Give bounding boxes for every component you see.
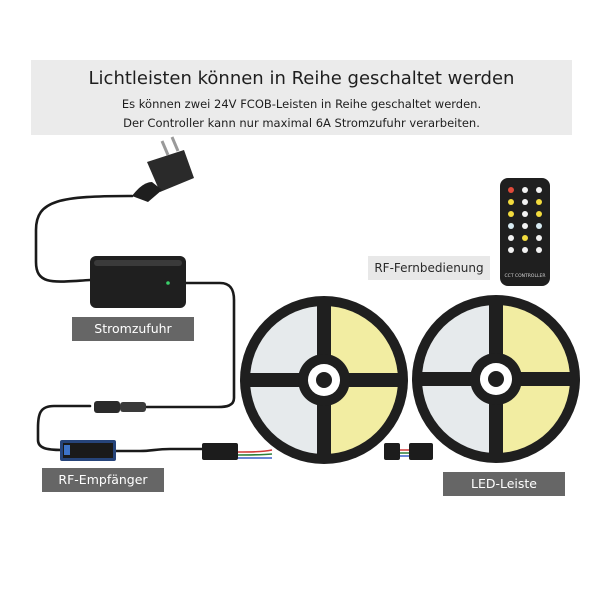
dc-connector bbox=[94, 401, 146, 413]
rf-receiver-label: RF-Empfänger bbox=[42, 468, 164, 492]
strip-connectors bbox=[202, 443, 433, 460]
plug-icon bbox=[132, 136, 194, 202]
rf-receiver-module bbox=[60, 440, 116, 461]
power-supply-label: Stromzufuhr bbox=[72, 317, 194, 341]
remote-caption: CCT CONTROLLER bbox=[505, 273, 546, 279]
remote-control: CCT CONTROLLER bbox=[500, 178, 550, 286]
power-adapter bbox=[90, 256, 186, 308]
header-banner: Lichtleisten können in Reihe geschaltet … bbox=[31, 60, 572, 135]
led-reel-2 bbox=[412, 295, 580, 463]
power-cables bbox=[34, 194, 236, 453]
banner-title: Lichtleisten können in Reihe geschaltet … bbox=[88, 68, 515, 89]
remote-label: RF-Fernbedienung bbox=[368, 256, 490, 280]
led-strip-label: LED-Leiste bbox=[443, 472, 565, 496]
banner-line-2: Der Controller kann nur maximal 6A Strom… bbox=[123, 116, 480, 130]
banner-line-1: Es können zwei 24V FCOB-Leisten in Reihe… bbox=[121, 97, 482, 111]
led-reel-1 bbox=[240, 296, 408, 464]
